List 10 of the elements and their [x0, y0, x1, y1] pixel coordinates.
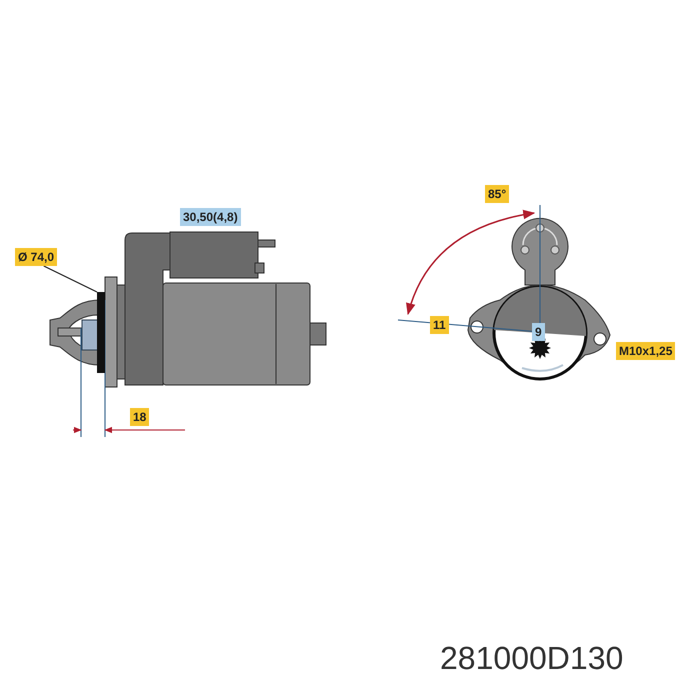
flange-plate — [97, 292, 105, 373]
dimension-label: Ø 74,0 — [15, 248, 58, 266]
part-number: 281000D130 — [440, 640, 624, 676]
dimension-label: 9 — [532, 323, 545, 341]
angle-label: 85° — [485, 185, 510, 203]
thread-label: M10x1,25 — [616, 342, 676, 360]
dimension-label: 11 — [430, 316, 449, 334]
dimension-label: 18 — [130, 408, 150, 426]
leader-line — [44, 265, 98, 293]
dimension-label: 30,50(4,8) — [180, 208, 241, 226]
